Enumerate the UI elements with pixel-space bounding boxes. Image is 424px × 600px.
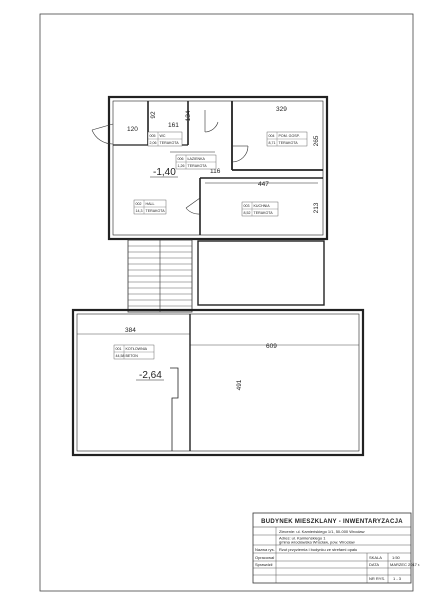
room-label-lazienka: 006 ŁAZIENKA 1,26 TERAKOTA — [175, 154, 217, 170]
staircase — [127, 239, 193, 313]
title-block — [252, 512, 412, 584]
title-block-row2: Adres: ul. Kamieńskiego 1 — [279, 536, 326, 541]
svg-text:POM. GOSP.: POM. GOSP. — [279, 134, 300, 138]
title-block-drawing-label: Nazwa rys. — [255, 547, 275, 552]
title-block-title: BUDYNEK MIESZKLANY - INWENTARYZACJA — [261, 519, 403, 525]
svg-text:004: 004 — [269, 134, 275, 138]
svg-text:KOTŁOWNIA: KOTŁOWNIA — [126, 347, 148, 351]
svg-text:TERAKOTA: TERAKOTA — [146, 209, 166, 213]
room-label-pom-gosp: 004 POM. GOSP. 8,71 TERAKOTA — [266, 131, 308, 147]
svg-text:006: 006 — [178, 157, 184, 161]
svg-text:ŁAZIENKA: ŁAZIENKA — [188, 157, 206, 161]
sheet-border — [39, 13, 414, 592]
level-mark-lower: -2,64 — [136, 370, 164, 381]
title-block-designer-label: Opracował — [255, 555, 274, 560]
dim-447: 447 — [258, 181, 269, 188]
door-swings-upper — [91, 110, 249, 215]
level-lower-text: -2,64 — [139, 370, 162, 381]
title-block-drawing-name: Rzut przyziemia i budynku ze strefami op… — [279, 547, 357, 552]
dim-329: 329 — [276, 106, 287, 113]
dim-384: 384 — [125, 327, 136, 334]
title-block-date-label: DATA — [369, 562, 379, 567]
svg-text:002: 002 — [136, 202, 142, 206]
title-block-date: MARZEC 2017 r. — [390, 562, 420, 567]
svg-text:TERAKOTA: TERAKOTA — [160, 141, 180, 145]
title-block-drawing-no: 1 - 3 — [393, 576, 402, 581]
room-label-kotlownia: 001 KOTŁOWNIA 44,58 BETON — [113, 344, 155, 360]
room-label-wc: 005 WC 2,06 TERAKOTA — [147, 131, 183, 147]
level-mark-upper: -1,40 — [150, 167, 178, 178]
title-block-scale: 1:50 — [392, 555, 401, 560]
title-block-scale-label: SKALA — [369, 555, 382, 560]
title-block-checked-label: Sprawdził — [255, 562, 272, 567]
svg-text:WC: WC — [160, 134, 166, 138]
svg-text:001: 001 — [116, 347, 122, 351]
adjacent-space — [197, 240, 325, 306]
svg-text:44,58: 44,58 — [116, 354, 125, 358]
lower-floor-walls — [71, 308, 365, 457]
svg-text:BETON: BETON — [126, 354, 139, 358]
svg-text:2,06: 2,06 — [150, 141, 157, 145]
title-block-row3: gmina wrocławska Wrocław, pow. Wrocław — [279, 540, 355, 545]
svg-text:TERAKOTA: TERAKOTA — [254, 211, 274, 215]
dim-92: 92 — [150, 111, 157, 119]
svg-text:8,52: 8,52 — [244, 211, 251, 215]
title-block-drawing-no-label: NR RYS. — [369, 576, 385, 581]
dim-491: 491 — [236, 379, 243, 390]
svg-text:1,26: 1,26 — [178, 164, 185, 168]
room-label-kuchnia: 003 KUCHNIA 8,52 TERAKOTA — [241, 201, 279, 217]
svg-text:003: 003 — [244, 204, 250, 208]
dim-213: 213 — [313, 202, 320, 213]
svg-text:TERAKOTA: TERAKOTA — [188, 164, 208, 168]
svg-text:KUCHNIA: KUCHNIA — [254, 204, 271, 208]
dim-120: 120 — [127, 126, 138, 133]
level-upper-text: -1,40 — [153, 167, 176, 178]
svg-text:TERAKOTA: TERAKOTA — [279, 141, 299, 145]
svg-text:HALL: HALL — [146, 202, 155, 206]
dim-265: 265 — [313, 135, 320, 146]
svg-text:005: 005 — [150, 134, 156, 138]
svg-text:8,71: 8,71 — [269, 141, 276, 145]
dim-134: 134 — [185, 110, 192, 121]
dim-609: 609 — [266, 343, 277, 350]
room-label-hall: 002 HALL 14,3 TERAKOTA — [133, 199, 167, 215]
dim-161: 161 — [168, 122, 179, 129]
dim-116: 116 — [210, 168, 221, 175]
title-block-row1: Zlecenie: ul. Kamieńskiego 1/1, 50-000 W… — [279, 529, 365, 534]
svg-text:14,3: 14,3 — [136, 209, 143, 213]
